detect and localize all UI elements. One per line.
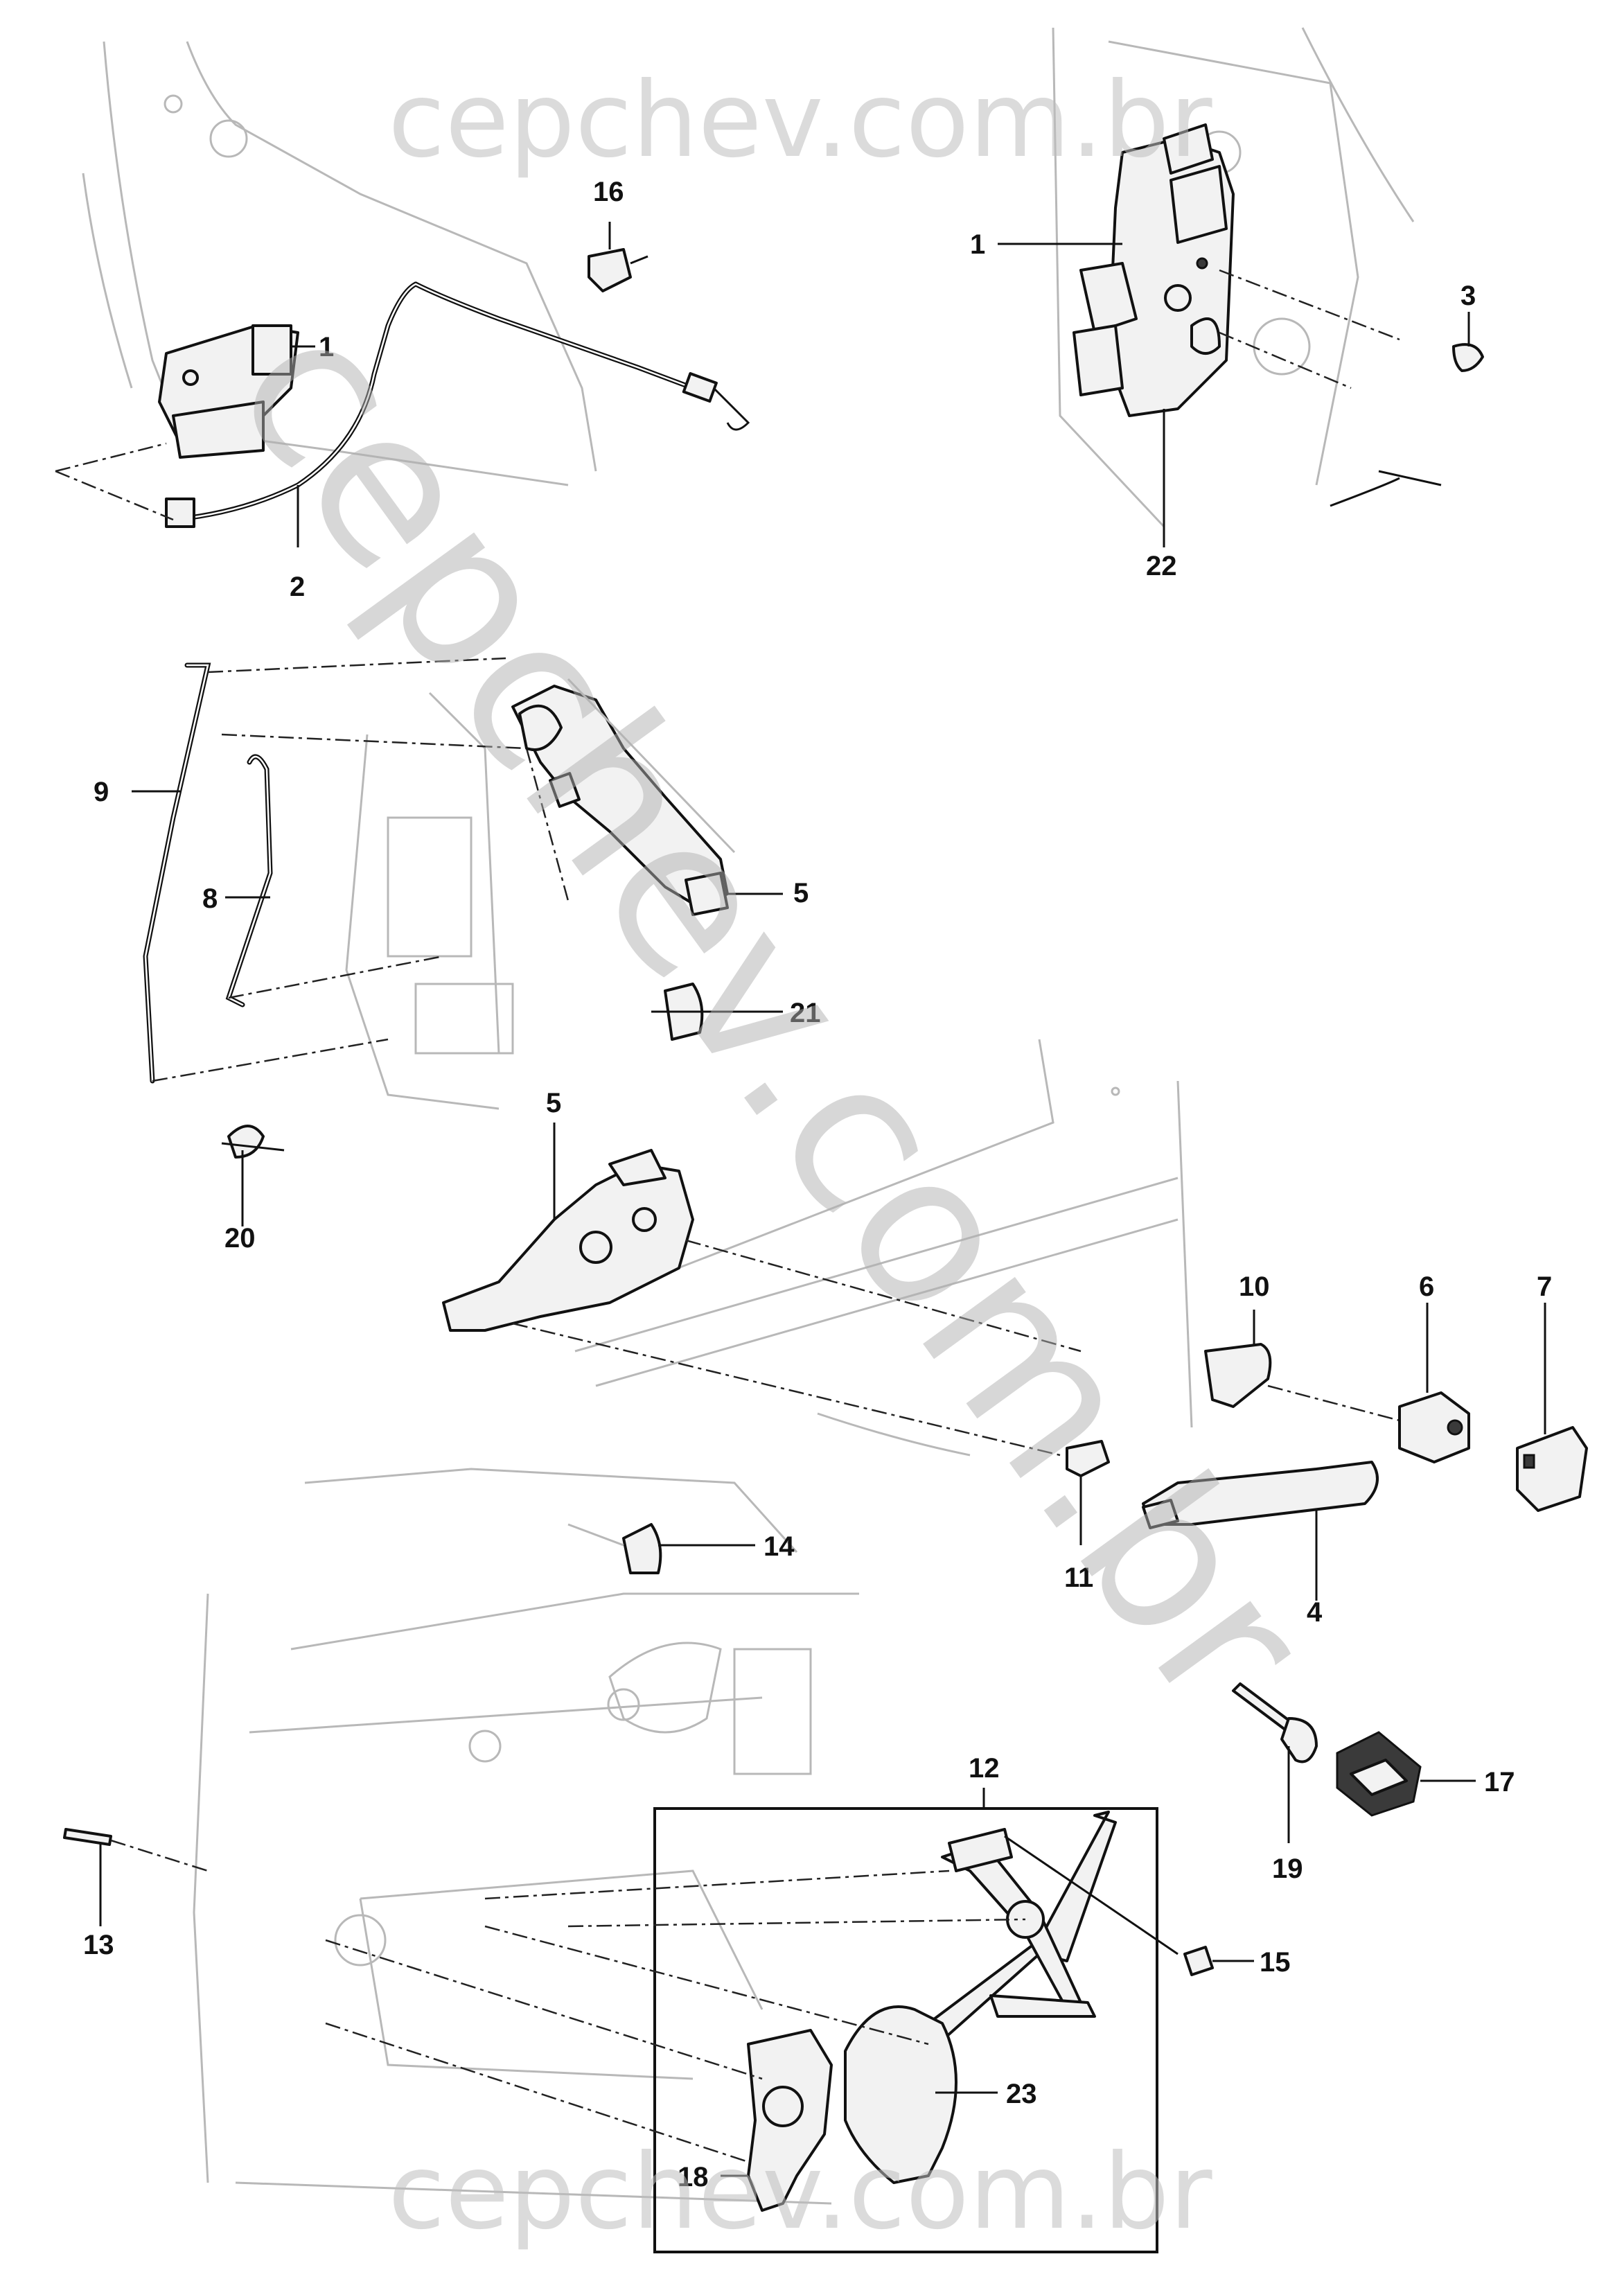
part-15-bolt [1183, 1946, 1214, 1976]
part-16-grommet [588, 248, 648, 292]
part-8-release-rod [152, 657, 570, 1082]
callout-20: 20 [224, 1223, 256, 1253]
part-7-cylinder-cap [1516, 1426, 1588, 1512]
callout-9: 9 [94, 777, 109, 807]
callout-2: 2 [290, 572, 305, 602]
callout-12: 12 [969, 1753, 1000, 1784]
watermark-top: cepchev.com.br [388, 60, 1212, 181]
callout-7: 7 [1537, 1272, 1552, 1302]
part-6-lock-cylinder [1398, 1391, 1470, 1463]
callout-5-upper: 5 [793, 878, 809, 908]
callout-23: 23 [1006, 2079, 1037, 2109]
callout-6: 6 [1419, 1272, 1434, 1302]
callout-3: 3 [1460, 281, 1476, 311]
callout-14: 14 [764, 1531, 795, 1562]
ghost-door-outline-top-left [82, 41, 597, 486]
regulator-mount-lines [325, 1869, 1026, 2163]
callout-1-right: 1 [970, 229, 985, 260]
ghost-door-outline-middle-left [345, 692, 514, 1110]
callout-21: 21 [790, 998, 821, 1028]
part-5-lower-handle-bracket [442, 1149, 1082, 1457]
part-2-release-cable [55, 281, 750, 528]
part-10-handle-gasket-front [1204, 1343, 1272, 1408]
part-19-key-blade [1232, 1682, 1318, 1763]
ghost-door-inner-panel-bottom [193, 1468, 859, 2205]
part-1-left-latch-bracket [158, 324, 299, 459]
callout-4: 4 [1307, 1597, 1323, 1628]
part-20-rod-clip [221, 1125, 285, 1159]
part-3-screw [1330, 326, 1484, 507]
callout-18: 18 [678, 2162, 709, 2192]
part-9-lock-rod [143, 662, 211, 1084]
part-13-pin [63, 1828, 209, 1872]
callout-leaders [99, 222, 1546, 2177]
callout-10: 10 [1239, 1272, 1270, 1302]
callout-1-left: 1 [319, 332, 334, 362]
callout-15: 15 [1260, 1947, 1291, 1978]
part-4-outside-door-handle [1142, 1384, 1400, 1529]
callout-13: 13 [83, 1930, 114, 1960]
part-23-regulator-cable-guide [844, 2005, 957, 2184]
callout-8: 8 [202, 883, 218, 914]
callout-11: 11 [1064, 1563, 1093, 1593]
part-11-handle-gasket-rear [1066, 1440, 1110, 1477]
callout-19: 19 [1272, 1854, 1303, 1884]
part-1-right-door-lock-actuator [1073, 123, 1400, 417]
ghost-door-outer-panel [574, 1039, 1193, 1457]
part-14-bumper [567, 1523, 662, 1574]
inset-window-regulator-box [653, 1807, 1158, 2253]
callout-5-lower: 5 [546, 1088, 561, 1118]
part-18-window-motor [747, 2029, 833, 2212]
callout-22: 22 [1146, 551, 1177, 581]
callout-17: 17 [1484, 1767, 1515, 1797]
part-17-key-fob [1336, 1731, 1422, 1817]
watermark-bottom: cepchev.com.br [388, 2132, 1212, 2253]
callout-16: 16 [593, 177, 624, 207]
